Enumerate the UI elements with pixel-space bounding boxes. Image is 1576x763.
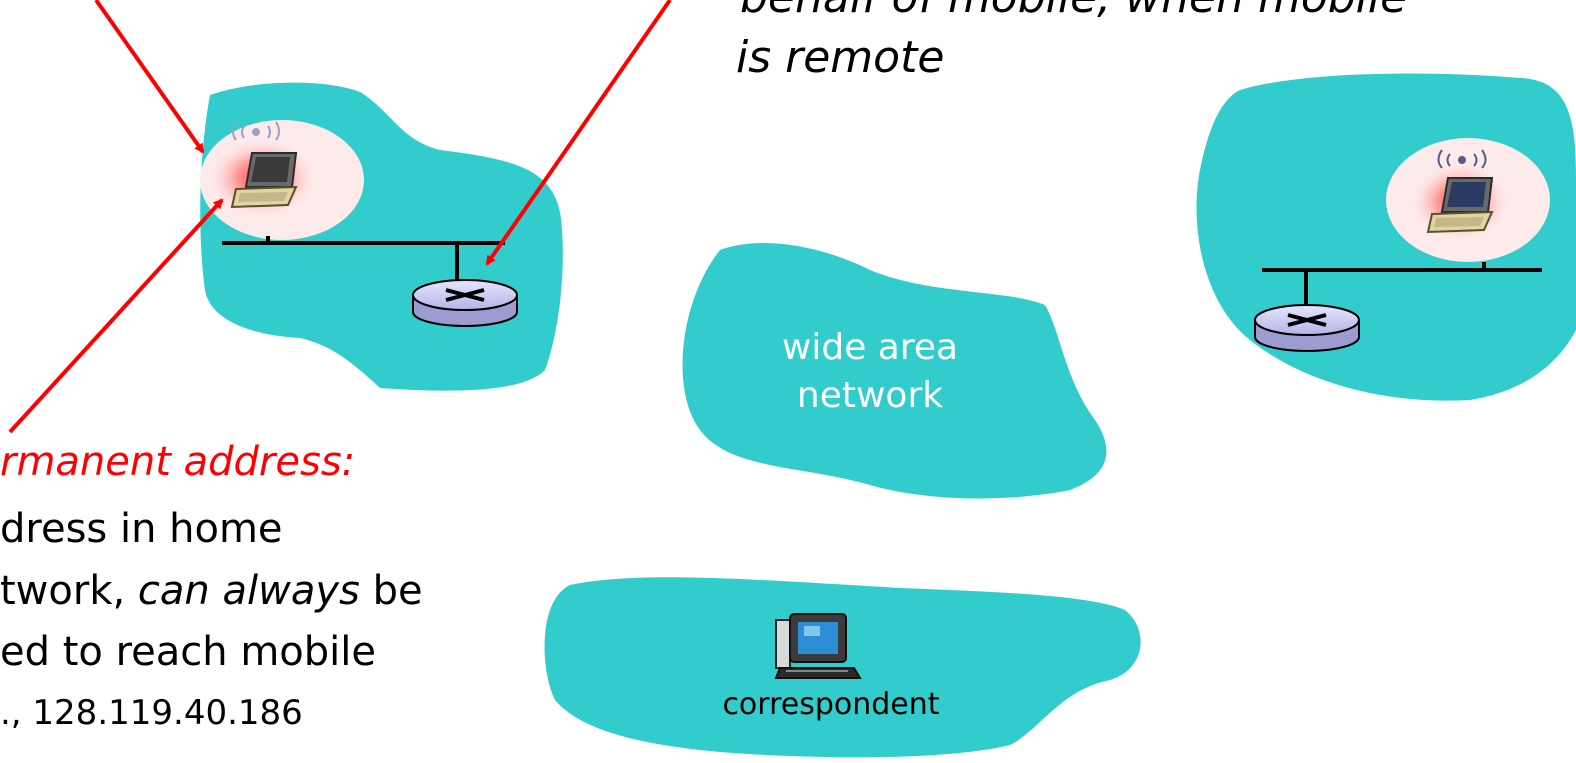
permanent-address-line2-italic: can always — [138, 568, 360, 614]
top-caption-line2: is remote — [736, 32, 944, 84]
permanent-address-line1: dress in home — [0, 505, 283, 553]
permanent-address-title: rmanent address: — [0, 438, 355, 486]
top-caption-line1: behalf of mobile, when mobile — [740, 0, 1407, 24]
visited-router-icon — [1255, 305, 1359, 351]
permanent-address-line2: twork, can always be — [0, 567, 423, 615]
wan-label-line2: network — [797, 375, 943, 416]
arrow-home-agent — [487, 0, 670, 264]
wan-label-line1: wide area — [782, 327, 958, 368]
permanent-address-line3: ed to reach mobile — [0, 628, 376, 676]
home-router-icon — [413, 280, 517, 326]
permanent-address-line2-b: be — [360, 568, 423, 614]
permanent-address-ip: ., 128.119.40.186 — [0, 692, 303, 734]
wan-cloud — [683, 243, 1107, 499]
arrow-top-left — [96, 0, 203, 152]
permanent-address-line2-a: twork, — [0, 568, 138, 614]
arrow-permanent-address — [10, 200, 222, 432]
correspondent-label: correspondent — [722, 687, 939, 722]
